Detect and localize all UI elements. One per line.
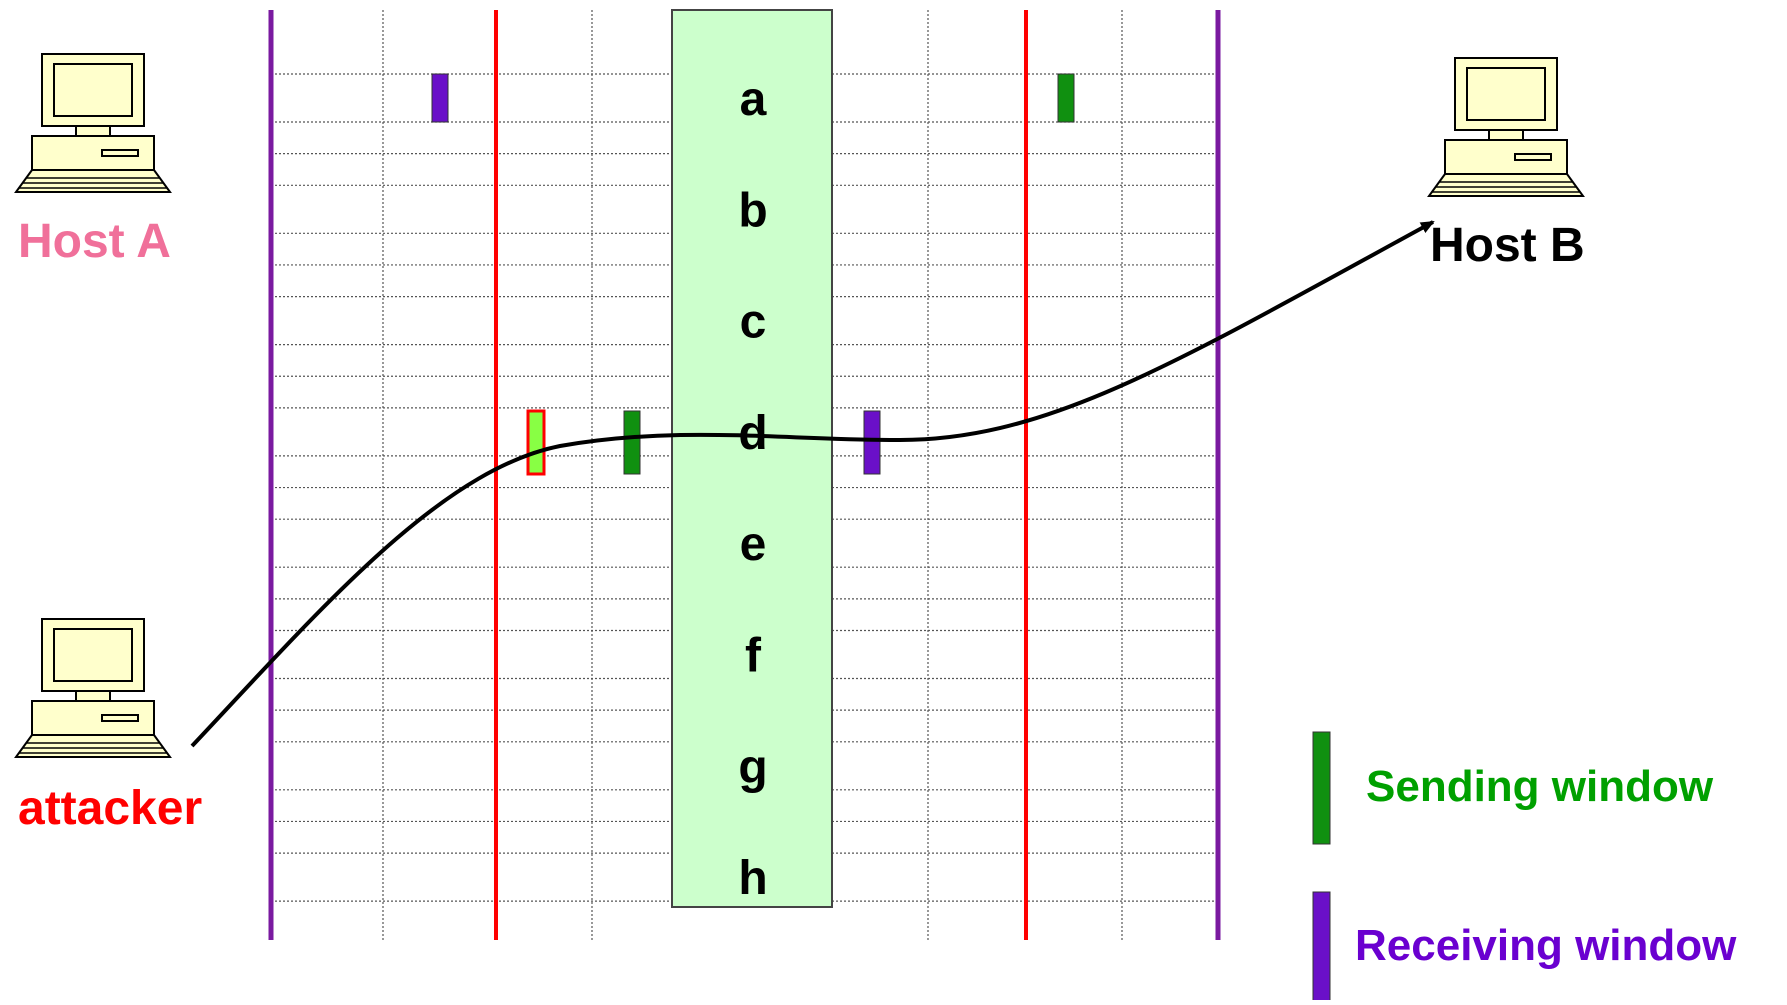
legend-sending-label: Sending window [1366, 762, 1714, 811]
legend-sending-swatch [1312, 731, 1331, 845]
injected-packet-marker [526, 409, 546, 476]
sequence-letter-h: h [738, 852, 767, 905]
sequence-letter-b: b [738, 184, 767, 237]
host-b-label: Host B [1430, 219, 1585, 272]
attacker-label: attacker [18, 782, 203, 835]
sequence-letter-c: c [740, 296, 767, 349]
computer-icon [14, 618, 172, 758]
sequence-letter-d: d [738, 407, 767, 460]
receiving-window-marker [863, 410, 881, 475]
host-a-label: Host A [18, 215, 171, 268]
attack-path-arrow [190, 220, 1435, 748]
grid-vertical-lines [382, 10, 1123, 940]
sending-window-marker [623, 410, 641, 475]
sequence-letter-f: f [745, 630, 762, 683]
sequence-letter-a: a [740, 73, 767, 126]
receiving-window-marker-host-a [431, 73, 449, 123]
sequence-column [671, 9, 833, 908]
sequence-letter-g: g [738, 741, 767, 794]
sequence-letters: a b c d e f g h [738, 73, 767, 905]
sending-window-marker-host-b [1057, 73, 1075, 123]
legend-receiving-label: Receiving window [1355, 921, 1737, 970]
computer-icon [14, 53, 172, 193]
sequence-letter-e: e [740, 518, 767, 571]
legend-receiving-swatch [1312, 891, 1331, 1005]
computer-icon [1427, 57, 1585, 197]
